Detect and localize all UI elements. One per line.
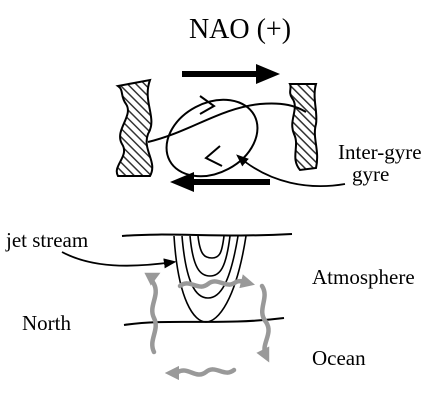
jet-stream-trough [173,235,247,323]
rightward-flux-arrow [177,274,255,289]
upper-wind-arrow [182,64,280,84]
inter-gyre-label: Inter-gyre [338,140,422,164]
upward-flux-arrow [144,272,161,355]
downward-flux-arrow [256,283,271,363]
east-coastline [288,83,319,172]
north-label: North [22,311,71,335]
circulation-arrow-icon [199,95,216,115]
atmosphere-label: Atmosphere [312,265,415,289]
jet-stream-line [121,233,293,237]
circulation-arrow-icon [204,145,223,167]
gyre-boundary [147,102,307,143]
jet-stream-label: jet stream [5,228,88,252]
inter-gyre-ellipse [165,98,259,178]
lower-wind-arrow [170,172,270,192]
jet-stream-pointer [61,251,177,269]
leftward-flux-arrow [164,365,237,381]
inter-gyre-pointer [236,154,346,187]
west-coastline [115,78,154,177]
ocean-label: Ocean [312,346,366,370]
diagram-title: NAO (+) [189,14,291,45]
air-sea-flux-arrows [144,272,271,381]
gyre-label: gyre [352,162,389,186]
